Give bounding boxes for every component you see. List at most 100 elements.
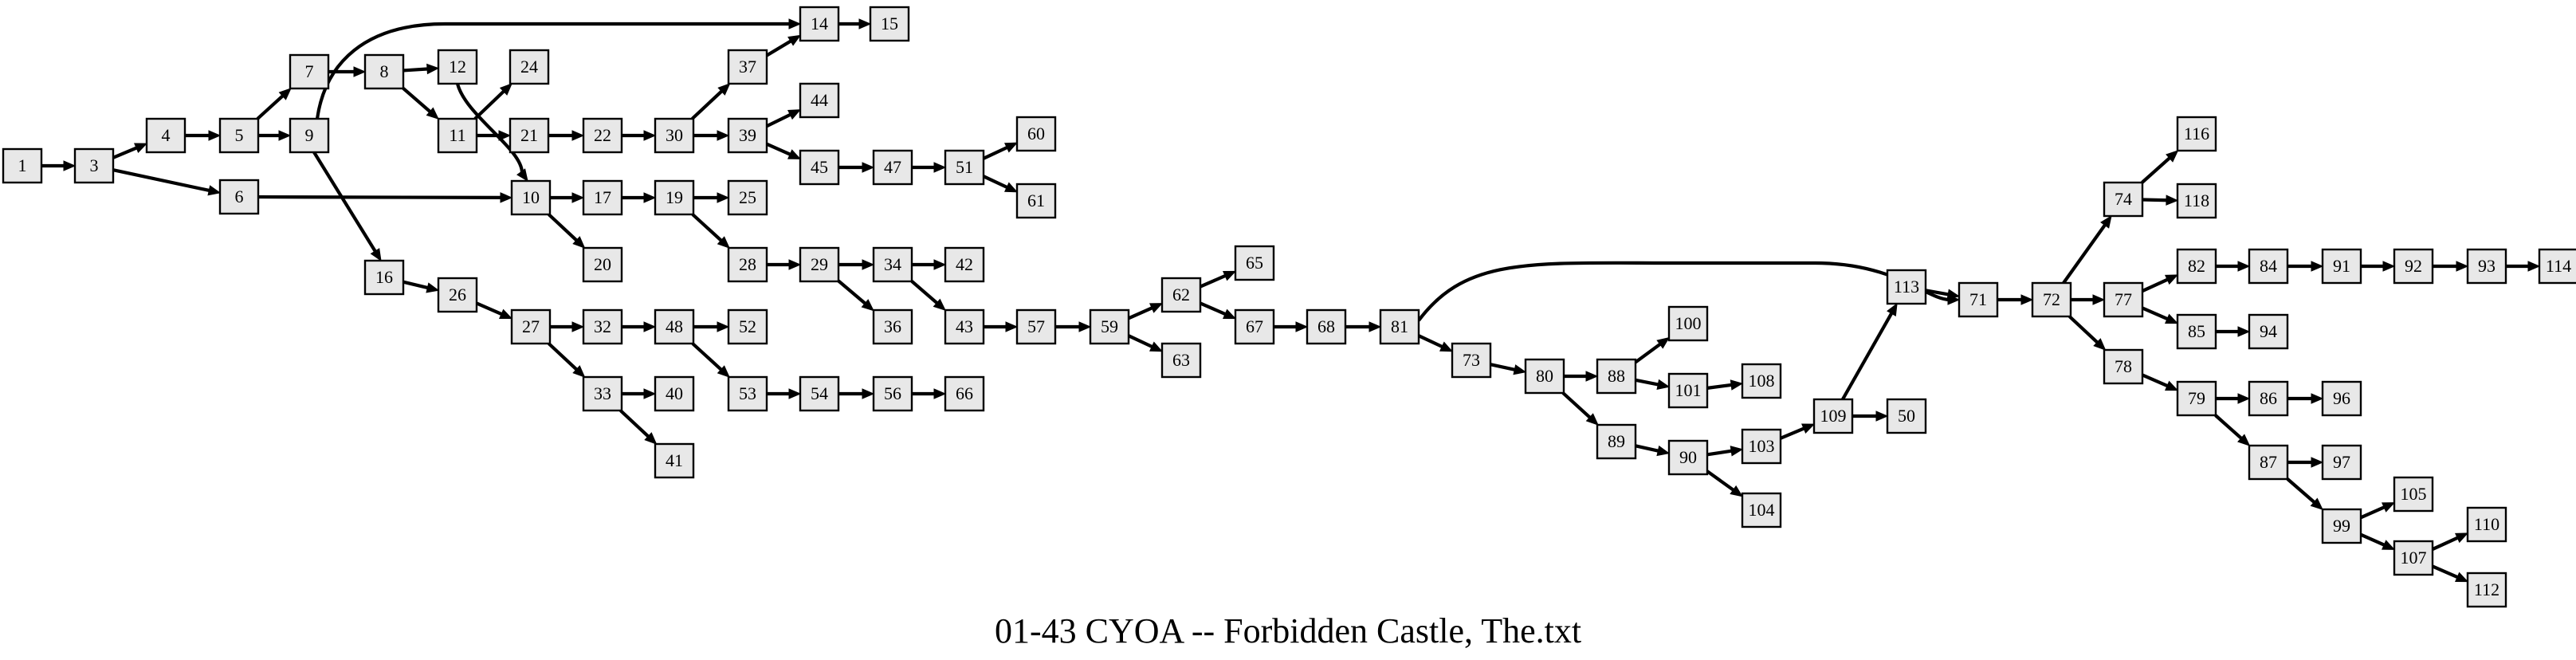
node-54-label: 54 (811, 383, 828, 403)
node-56: 56 (872, 375, 913, 412)
node-108-box (1741, 363, 1782, 399)
node-74: 74 (2103, 181, 2144, 218)
node-113-label: 113 (1894, 277, 1919, 297)
edge-9-14 (315, 22, 791, 120)
node-45: 45 (799, 149, 840, 186)
node-99: 99 (2321, 508, 2362, 544)
edge-80-88-arrowhead (1585, 371, 1599, 382)
edge-29-34-arrowhead (862, 259, 875, 270)
node-62-box (1160, 277, 1202, 313)
node-79-box (2176, 380, 2217, 417)
edge-72-78 (2068, 315, 2100, 345)
node-6-label: 6 (235, 187, 244, 206)
node-59-label: 59 (1101, 316, 1118, 336)
node-87: 87 (2248, 444, 2289, 481)
edge-79-87-arrowhead (2237, 434, 2251, 446)
node-96-label: 96 (2333, 388, 2350, 408)
node-107-label: 107 (2401, 548, 2427, 568)
edge-34-42-arrowhead (933, 259, 947, 270)
node-14-label: 14 (811, 14, 828, 33)
edge-62-65 (1200, 273, 1227, 289)
node-16: 16 (363, 259, 405, 296)
node-110: 110 (2466, 506, 2507, 543)
edge-48-53-arrowhead (717, 365, 730, 378)
edge-80-89 (1561, 391, 1592, 420)
node-72-box (2031, 281, 2072, 318)
node-61-box (1015, 183, 1057, 219)
edge-3-6 (112, 168, 211, 193)
node-20-box (582, 246, 623, 283)
node-114: 114 (2538, 248, 2576, 285)
node-61-label: 61 (1027, 191, 1045, 210)
edge-74-116-arrowhead (2166, 150, 2179, 163)
edge-79-87 (2214, 414, 2244, 441)
node-52: 52 (727, 308, 768, 345)
node-4: 4 (145, 117, 187, 154)
edge-26-27-arrowhead (499, 308, 513, 320)
node-33-box (582, 375, 623, 412)
edge-59-63-arrowhead (1149, 341, 1164, 352)
node-89: 89 (1596, 423, 1637, 460)
node-97-label: 97 (2333, 452, 2350, 472)
node-44-box (799, 82, 840, 119)
node-108: 108 (1741, 363, 1782, 399)
node-78-box (2103, 348, 2144, 385)
node-79: 79 (2176, 380, 2217, 417)
node-7-box (289, 53, 330, 90)
node-27: 27 (510, 308, 552, 345)
edge-27-32-arrowhead (571, 321, 585, 332)
node-109: 109 (1812, 398, 1854, 434)
node-104-label: 104 (1749, 500, 1775, 520)
node-88-label: 88 (1608, 366, 1625, 386)
node-50: 50 (1886, 398, 1927, 434)
edge-77-85 (2142, 306, 2170, 321)
node-48-box (654, 308, 695, 345)
node-39-box (727, 117, 768, 154)
edge-22-30-arrowhead (643, 130, 657, 141)
node-89-label: 89 (1608, 431, 1625, 451)
edge-16-26 (402, 280, 430, 290)
edge-29-36-arrowhead (861, 299, 874, 312)
edge-82-84-arrowhead (2237, 261, 2251, 272)
edge-113-71-arrowhead (1946, 289, 1961, 300)
edge-28-29-arrowhead (788, 259, 802, 270)
node-68-label: 68 (1317, 316, 1335, 336)
edge-73-80 (1490, 363, 1517, 372)
node-15-box (869, 6, 910, 42)
node-67-box (1234, 308, 1275, 345)
node-8-label: 8 (380, 61, 389, 81)
edge-11-24-arrowhead (499, 83, 512, 96)
node-12: 12 (437, 49, 478, 85)
edge-57-59-arrowhead (1078, 321, 1092, 332)
node-51-label: 51 (956, 157, 973, 177)
node-100-label: 100 (1675, 313, 1702, 333)
edge-88-100-arrowhead (1656, 336, 1671, 349)
node-81-label: 81 (1391, 316, 1408, 336)
node-12-box (437, 49, 478, 85)
edge-81-73 (1418, 334, 1445, 349)
node-110-label: 110 (2474, 514, 2499, 534)
node-7: 7 (289, 53, 330, 90)
node-104: 104 (1741, 492, 1782, 528)
node-27-box (510, 308, 552, 345)
node-88: 88 (1596, 358, 1637, 395)
node-25: 25 (727, 179, 768, 216)
node-92-box (2393, 248, 2434, 285)
node-65-box (1234, 245, 1275, 281)
edge-30-37 (691, 88, 724, 120)
node-30-box (654, 117, 695, 154)
edge-26-27 (476, 301, 504, 316)
node-11-box (437, 117, 478, 154)
edge-11-24 (473, 88, 506, 120)
node-7-label: 7 (305, 61, 314, 81)
node-82-label: 82 (2188, 256, 2205, 276)
node-97: 97 (2321, 444, 2362, 481)
node-56-box (872, 375, 913, 412)
node-56-label: 56 (884, 383, 901, 403)
node-101: 101 (1667, 372, 1709, 409)
node-29-label: 29 (811, 254, 828, 274)
edge-59-62-arrowhead (1149, 303, 1164, 313)
node-73-box (1451, 342, 1492, 379)
node-30-label: 30 (666, 125, 683, 145)
